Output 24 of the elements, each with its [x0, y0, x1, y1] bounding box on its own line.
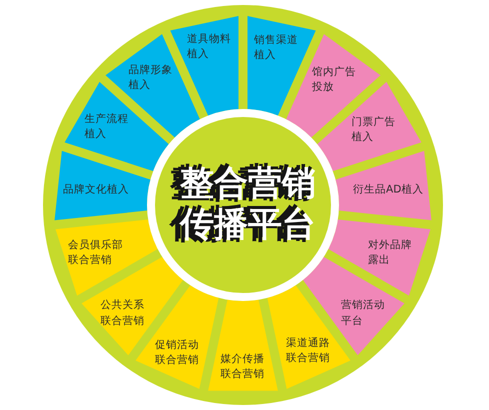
segment-label: 品牌文化植入 [62, 182, 129, 197]
segment-label: 生产流程植入 [84, 111, 130, 142]
segment-label: 会员俱乐部联合营销 [68, 238, 124, 268]
wheel-segment [335, 150, 432, 221]
segment-label: 门票广告植入 [351, 114, 396, 144]
wheel-segment [54, 150, 151, 221]
segment-label: 道具物料植入 [187, 31, 232, 62]
segment-label: 品牌形象植入 [128, 62, 174, 93]
segment-label: 营销活动平台 [341, 298, 386, 328]
segment-label: 馆内广告投放 [312, 64, 356, 95]
wheel-segment [55, 219, 158, 296]
wheel-segment [267, 285, 351, 389]
segment-label: 对外品牌露出 [368, 238, 413, 268]
wheel-segment [208, 299, 278, 391]
wheel-segment [135, 285, 219, 389]
wheel-segment [170, 16, 239, 116]
segment-label: 媒介传播联合营销 [220, 352, 266, 382]
segment-label: 衍生品AD植入 [353, 182, 424, 198]
wheel-segment [328, 219, 431, 296]
wheel-segment [64, 81, 169, 172]
segment-label: 公共关系联合营销 [100, 298, 145, 328]
segment-label: 渠道通路联合营销 [286, 336, 330, 366]
segment-label: 促销活动联合营销 [154, 338, 200, 368]
segment-label: 销售渠道植入 [254, 32, 299, 63]
